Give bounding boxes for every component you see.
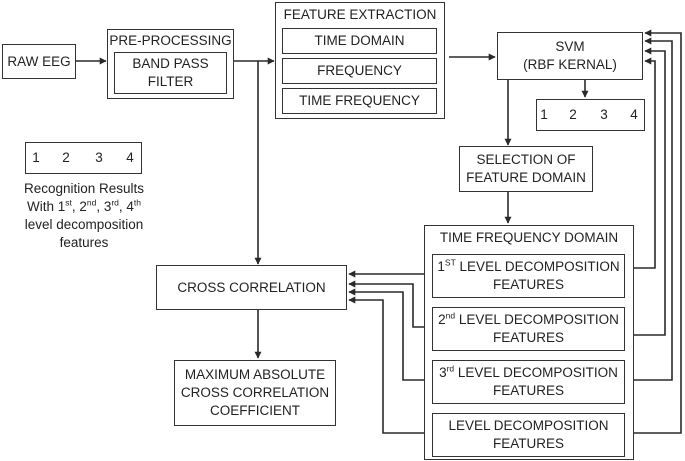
level1-line2: FEATURES: [492, 277, 564, 292]
arrow-level2-to-svm: [625, 47, 666, 336]
level4-line1: LEVEL DECOMPOSITION: [448, 418, 609, 433]
cross-correlation-box: CROSS CORRELATION: [156, 265, 347, 310]
legend-number-3: 3: [95, 150, 103, 165]
svm-output-4: 4: [630, 107, 638, 122]
max-abs-box: MAXIMUM ABSOLUTE CROSS CORRELATION COEFF…: [174, 360, 336, 426]
max-abs-line1: MAXIMUM ABSOLUTE: [184, 367, 326, 382]
level4-line2: FEATURES: [492, 436, 564, 451]
cross-correlation-label: CROSS CORRELATION: [177, 279, 326, 295]
selection-line2: FEATURE DOMAIN: [466, 170, 586, 185]
raw-eeg-box: RAW EEG: [2, 44, 76, 79]
recognition-line1: Recognition Results: [23, 181, 145, 196]
arrow-level3-to-svm: [625, 37, 673, 381]
level4-box: LEVEL DECOMPOSITION FEATURES: [432, 413, 625, 457]
svm-output-3: 3: [600, 107, 608, 122]
recognition-caption: Recognition Results With 1st, 2nd, 3rd, …: [5, 180, 163, 260]
arrow-level2-to-cross-correlation: [348, 280, 431, 328]
time-domain-label: TIME DOMAIN: [314, 33, 405, 48]
max-abs-line2: CROSS CORRELATION: [180, 385, 330, 400]
band-pass-filter-box: BAND PASS FILTER: [114, 52, 227, 94]
legend-number-2: 2: [62, 150, 70, 165]
preprocessing-title: PRE-PROCESSING: [109, 33, 232, 48]
level1-box: 1ST LEVEL DECOMPOSITION FEATURES: [432, 254, 625, 298]
recognition-line3: level decomposition: [24, 217, 144, 232]
svm-kernel-label: (RBF KERNAL): [523, 57, 617, 72]
arrow-level4-to-svm: [625, 29, 682, 434]
level2-line2: FEATURES: [492, 330, 564, 345]
selection-line1: SELECTION OF: [476, 152, 576, 167]
svm-box: SVM (RBF KERNAL): [497, 32, 643, 80]
level2-box: 2nd LEVEL DECOMPOSITION FEATURES: [432, 307, 625, 351]
level1-line1: 1ST LEVEL DECOMPOSITION: [437, 257, 620, 274]
level3-line1: 3rd LEVEL DECOMPOSITION: [439, 363, 618, 380]
filter-line: FILTER: [147, 74, 194, 89]
arrow-level4-to-cross-correlation: [348, 296, 431, 434]
svm-output-2: 2: [569, 107, 577, 122]
raw-eeg-label: RAW EEG: [7, 53, 71, 69]
frequency-box: FREQUENCY: [282, 58, 437, 84]
feature-extraction-title: FEATURE EXTRACTION: [283, 7, 437, 22]
time-domain-box: TIME DOMAIN: [282, 28, 437, 54]
time-frequency-label: TIME FREQUENCY: [299, 93, 420, 108]
level2-line1: 2nd LEVEL DECOMPOSITION: [438, 310, 619, 327]
selection-box: SELECTION OF FEATURE DOMAIN: [459, 146, 593, 192]
level3-box: 3rd LEVEL DECOMPOSITION FEATURES: [432, 360, 625, 404]
arrow-level3-to-cross-correlation: [348, 288, 431, 381]
max-abs-line3: COEFFICIENT: [210, 403, 300, 418]
band-pass-line: BAND PASS: [132, 56, 209, 71]
time-frequency-box: TIME FREQUENCY: [282, 88, 437, 114]
svm-output-1: 1: [540, 107, 548, 122]
arrow-level1-to-svm: [625, 57, 656, 269]
recognition-line4: features: [59, 235, 109, 250]
level3-line2: FEATURES: [492, 383, 564, 398]
legend-numbers-box: 1 2 3 4: [25, 142, 142, 174]
frequency-label: FREQUENCY: [317, 63, 402, 78]
legend-number-1: 1: [32, 150, 40, 165]
tf-domain-title: TIME FREQUENCY DOMAIN: [439, 230, 619, 245]
legend-number-4: 4: [126, 150, 134, 165]
svm-output-box: 1 2 3 4: [536, 99, 645, 131]
svm-label: SVM: [555, 39, 585, 54]
recognition-line2: With 1st, 2nd, 3rd, 4th: [26, 197, 142, 214]
